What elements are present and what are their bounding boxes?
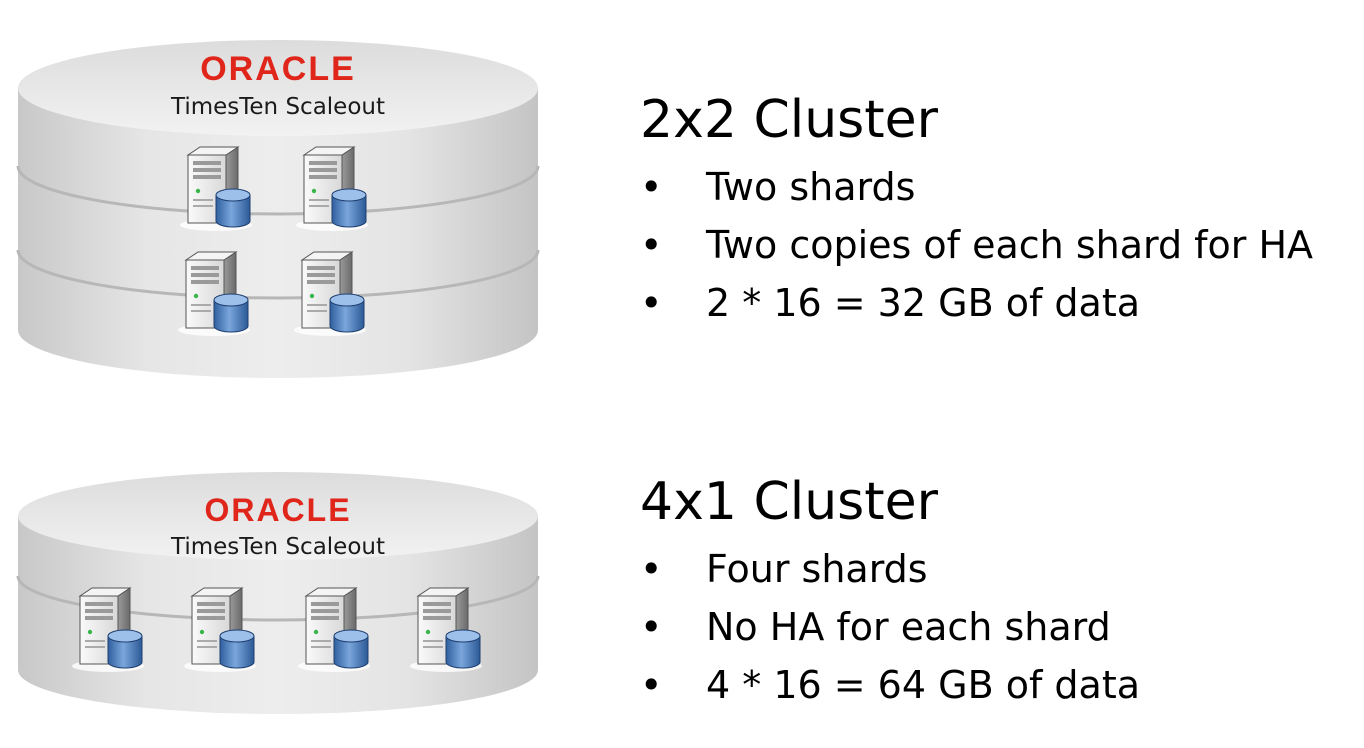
bullet-glyph: •: [640, 223, 663, 267]
cluster-1-heading: 2x2 Cluster: [640, 90, 939, 150]
product-name: TimesTen Scaleout: [171, 534, 385, 560]
oracle-logo: ORACLE: [200, 50, 356, 88]
server-database-icon: [180, 584, 262, 674]
server-database-icon: [174, 248, 256, 338]
bullet-text: 2 * 16 = 32 GB of data: [706, 281, 1141, 325]
bullet-text: Four shards: [706, 547, 928, 591]
bullet-glyph: •: [640, 281, 663, 325]
cluster-2-heading: 4x1 Cluster: [640, 472, 939, 532]
server-database-icon: [292, 143, 374, 233]
oracle-logo: ORACLE: [204, 492, 352, 528]
server-database-icon: [406, 584, 488, 674]
bullet-text: 4 * 16 = 64 GB of data: [706, 663, 1141, 707]
server-database-icon: [290, 248, 372, 338]
cluster-1-database-cylinder: ORACLE TimesTen Scaleout: [14, 38, 542, 383]
product-name: TimesTen Scaleout: [171, 94, 385, 120]
bullet-text: Two copies of each shard for HA: [706, 223, 1314, 267]
bullet-text: Two shards: [706, 165, 916, 209]
bullet-text: No HA for each shard: [706, 605, 1111, 649]
bullet-glyph: •: [640, 663, 663, 707]
bullet-glyph: •: [640, 605, 663, 649]
bullet-glyph: •: [640, 165, 663, 209]
cluster-2-database-cylinder: ORACLE TimesTen Scaleout: [14, 470, 542, 718]
bullet-glyph: •: [640, 547, 663, 591]
database-cylinder-icon: [16, 472, 540, 714]
database-cylinder-icon: [16, 40, 540, 378]
server-database-icon: [294, 584, 376, 674]
server-database-icon: [68, 584, 150, 674]
server-database-icon: [176, 143, 258, 233]
